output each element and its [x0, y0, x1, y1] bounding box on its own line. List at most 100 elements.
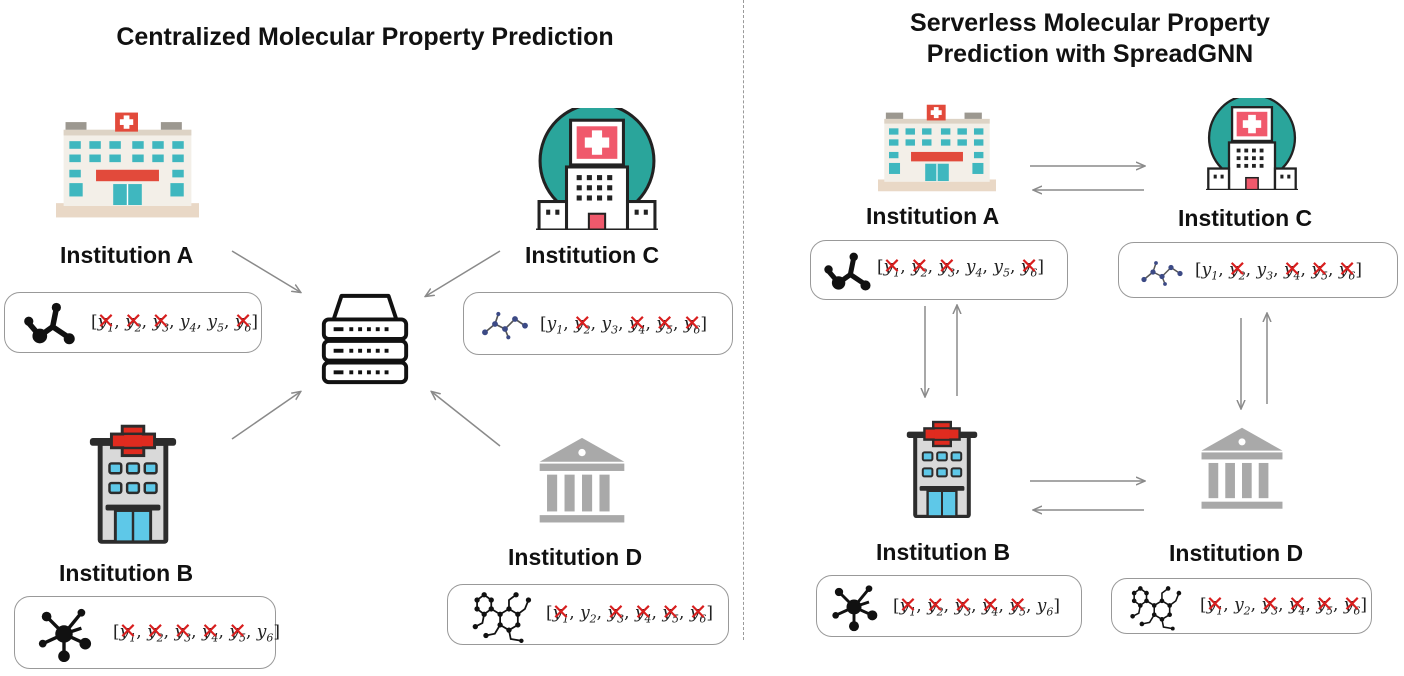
institution-a-name: Institution A — [60, 242, 194, 268]
bracket-open: [ — [1200, 595, 1207, 615]
hidden-label: y5 — [1316, 595, 1333, 617]
hidden-label: y4 — [982, 596, 999, 618]
separator: , — [1223, 595, 1235, 615]
institution-a-label-card: [y1, y2, y3, y4, y5, y6] — [810, 240, 1068, 300]
institution-b-name: Institution B — [876, 539, 1011, 565]
visible-label: y3 — [1256, 260, 1274, 283]
separator: , — [943, 596, 955, 616]
hidden-label: y1 — [98, 312, 115, 334]
hidden-label: y6 — [1339, 260, 1356, 282]
label-vector: [y1, y2, y3, y4, y5, y6] — [1200, 595, 1367, 617]
hidden-label: y3 — [607, 603, 624, 625]
separator: , — [645, 314, 657, 334]
separator: , — [136, 622, 148, 642]
hidden-label: y5 — [229, 622, 246, 644]
separator: , — [1332, 595, 1344, 615]
left-panel-title: Centralized Molecular Property Predictio… — [116, 23, 614, 51]
separator: , — [1305, 595, 1317, 615]
separator: , — [141, 312, 153, 332]
separator: , — [169, 312, 180, 332]
separator: , — [651, 603, 663, 623]
label-vector: [y1, y2, y3, y4, y5, y6] — [540, 314, 707, 336]
separator: , — [191, 622, 202, 642]
bracket-close: ] — [1355, 260, 1362, 280]
label-vector: [y1, y2, y3, y4, y5, y6] — [893, 596, 1060, 618]
hidden-label: y4 — [635, 603, 652, 625]
separator: , — [596, 603, 608, 623]
bracket-open: [ — [877, 257, 884, 277]
institution-d-label-card: [y1, y2, y3, y4, y5, y6] — [1111, 578, 1372, 634]
separator: , — [569, 603, 581, 623]
right-panel-title-line2: Prediction with SpreadGNN — [926, 40, 1254, 68]
bracket-open: [ — [91, 312, 98, 332]
separator: , — [1250, 595, 1262, 615]
bracket-open: [ — [1195, 260, 1202, 280]
bracket-close: ] — [700, 314, 707, 334]
separator: , — [196, 312, 208, 332]
hidden-label: y4 — [1289, 595, 1306, 617]
institution-c-name: Institution C — [1178, 205, 1313, 231]
hidden-label: y1 — [120, 622, 137, 644]
label-vector: [y1, y2, y3, y4, y5, y6] — [877, 257, 1044, 279]
hidden-label: y4 — [202, 622, 219, 644]
hidden-label: y5 — [1311, 260, 1328, 282]
separator: , — [1327, 260, 1339, 280]
institution-b-label-card: [y1, y2, y3, y4, y5, y6] — [816, 575, 1082, 637]
hidden-label: y6 — [235, 312, 252, 334]
visible-label: y1 — [546, 314, 564, 337]
peer-arrows — [744, 0, 1404, 676]
bracket-close: ] — [251, 312, 258, 332]
visible-label: y2 — [580, 603, 597, 626]
separator: , — [955, 257, 966, 277]
separator: , — [971, 596, 982, 616]
separator: , — [998, 596, 1010, 616]
hidden-label: y3 — [954, 596, 971, 618]
separator: , — [672, 314, 684, 334]
bracket-open: [ — [546, 603, 553, 623]
separator: , — [563, 314, 575, 334]
hidden-label: y3 — [152, 312, 169, 334]
visible-label: y2 — [1234, 595, 1251, 618]
bracket-open: [ — [893, 596, 900, 616]
bracket-close: ] — [1053, 596, 1060, 616]
separator: , — [1009, 257, 1021, 277]
separator: , — [1025, 596, 1037, 616]
hidden-label: y4 — [1284, 260, 1301, 282]
institution-b-name: Institution B — [59, 560, 194, 586]
visible-label: y6 — [1036, 596, 1054, 619]
visible-label: y4 — [965, 257, 983, 280]
hidden-label: y2 — [147, 622, 164, 644]
hidden-label: y1 — [900, 596, 917, 618]
separator: , — [245, 622, 257, 642]
arrow-c-to-server — [426, 250, 501, 296]
hidden-label: y3 — [174, 622, 191, 644]
institution-d-name: Institution D — [1169, 540, 1304, 566]
hidden-label: y2 — [125, 312, 142, 334]
separator: , — [916, 596, 928, 616]
hidden-label: y5 — [656, 314, 673, 336]
hidden-label: y2 — [574, 314, 591, 336]
hidden-label: y3 — [1261, 595, 1278, 617]
hidden-label: y2 — [1229, 260, 1246, 282]
separator: , — [982, 257, 994, 277]
label-vector: [y1, y2, y3, y4, y5, y6] — [1195, 260, 1362, 282]
separator: , — [114, 312, 126, 332]
institution-c-name: Institution C — [525, 242, 660, 268]
right-panel-title-line1: Serverless Molecular Property — [910, 9, 1270, 37]
hidden-label: y6 — [1021, 257, 1038, 279]
visible-label: y6 — [256, 622, 274, 645]
label-vector: [y1, y2, y3, y4, y5, y6] — [113, 622, 280, 644]
bracket-open: [ — [540, 314, 547, 334]
separator: , — [590, 314, 602, 334]
institution-b-label-card: [y1, y2, y3, y4, y5, y6] — [14, 596, 280, 669]
hidden-label: y1 — [1207, 595, 1224, 617]
bracket-close: ] — [1037, 257, 1044, 277]
separator: , — [900, 257, 912, 277]
arrow-a-to-server — [231, 250, 300, 292]
separator: , — [927, 257, 939, 277]
institution-c-label-card: [y1, y2, y3, y4, y5, y6] — [1118, 242, 1398, 298]
hidden-label: y6 — [690, 603, 707, 625]
arrows-to-server — [231, 250, 501, 447]
institution-d-label-card: [y1, y2, y3, y4, y5, y6] — [447, 584, 729, 645]
visible-label: y1 — [1201, 260, 1219, 283]
